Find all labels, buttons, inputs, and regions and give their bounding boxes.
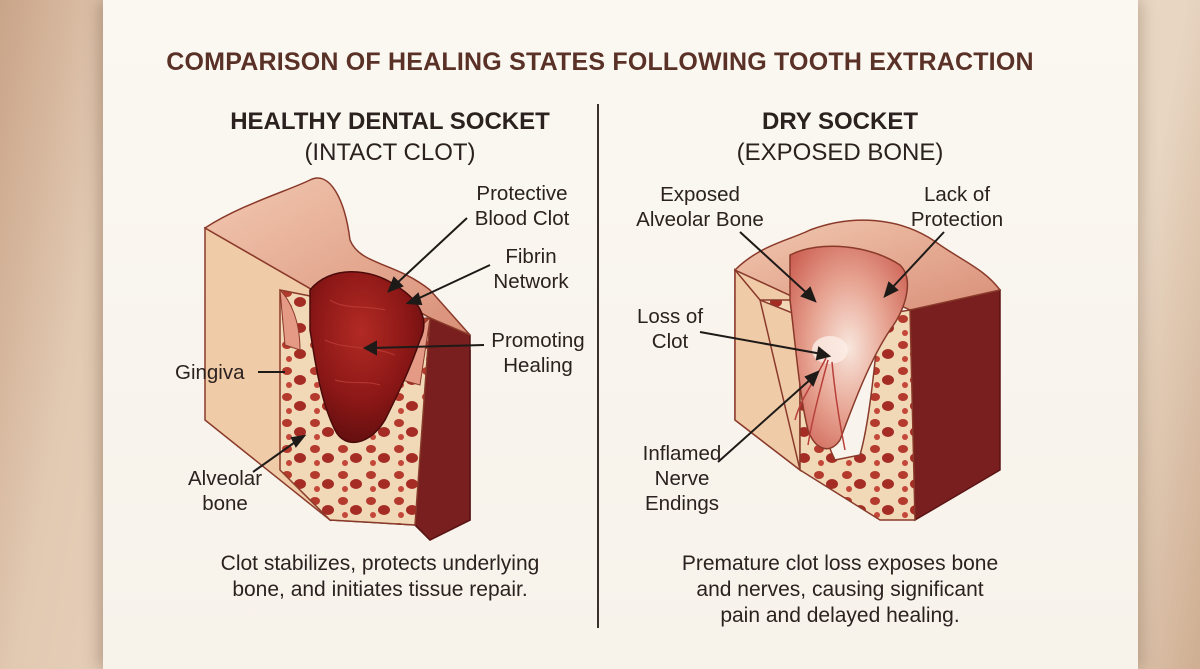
page-title: COMPARISON OF HEALING STATES FOLLOWING T… (166, 48, 1034, 76)
left-heading: HEALTHY DENTAL SOCKET (INTACT CLOT) (190, 106, 590, 168)
label-fibrin-line2: Network (493, 270, 569, 293)
label-inflamed-nerve-endings: Inflamed Nerve Endings (632, 441, 732, 516)
right-arrows (699, 231, 945, 463)
label-promoting-line1: Promoting (491, 329, 585, 352)
label-nerve-line1: Inflamed (642, 442, 722, 465)
label-exposed-line2: Alveolar Bone (636, 208, 764, 231)
left-caption-line2: bone, and initiates tissue repair. (232, 578, 528, 601)
right-caption: Premature clot loss exposes bone and ner… (640, 551, 1040, 629)
label-fibrin-network: Fibrin Network (486, 244, 576, 294)
left-heading-line1: HEALTHY DENTAL SOCKET (230, 108, 550, 135)
label-lack-of-protection: Lack of Protection (902, 182, 1012, 232)
label-gingiva: Gingiva (175, 361, 245, 384)
left-caption: Clot stabilizes, protects underlying bon… (180, 551, 580, 603)
label-fibrin-line1: Fibrin (505, 245, 557, 268)
label-lack-line1: Lack of (923, 183, 991, 206)
label-loss-line1: Loss of (636, 305, 704, 328)
label-nerve-line2: Nerve (654, 467, 710, 490)
label-loss-line2: Clot (651, 330, 689, 353)
right-heading-line1: DRY SOCKET (761, 108, 919, 135)
label-nerve-line3: Endings (644, 492, 720, 515)
right-caption-line1: Premature clot loss exposes bone (681, 552, 999, 575)
left-caption-line1: Clot stabilizes, protects underlying (220, 552, 540, 575)
label-loss-of-clot: Loss of Clot (630, 304, 710, 354)
label-alveolar-bone: Alveolar bone (180, 466, 270, 516)
left-block (203, 177, 471, 541)
label-lack-line2: Protection (910, 208, 1004, 231)
label-protective-line1: Protective (476, 182, 568, 205)
right-caption-line3: pain and delayed healing. (720, 604, 960, 627)
label-exposed-line1: Exposed (660, 183, 740, 206)
label-alveolar-line1: Alveolar (187, 467, 263, 490)
label-alveolar-line2: bone (202, 492, 248, 515)
right-heading-line2: (EXPOSED BONE) (736, 139, 944, 166)
left-heading-line2: (INTACT CLOT) (304, 139, 476, 166)
center-divider (597, 104, 599, 628)
right-heading: DRY SOCKET (EXPOSED BONE) (640, 106, 1040, 168)
left-arrows (252, 217, 491, 473)
right-caption-line2: and nerves, causing significant (696, 578, 984, 601)
label-protective-blood-clot: Protective Blood Clot (462, 181, 582, 231)
label-promoting-healing: Promoting Healing (483, 328, 593, 378)
label-promoting-line2: Healing (503, 354, 573, 377)
label-protective-line2: Blood Clot (474, 207, 570, 230)
label-exposed-alveolar-bone: Exposed Alveolar Bone (630, 182, 770, 232)
